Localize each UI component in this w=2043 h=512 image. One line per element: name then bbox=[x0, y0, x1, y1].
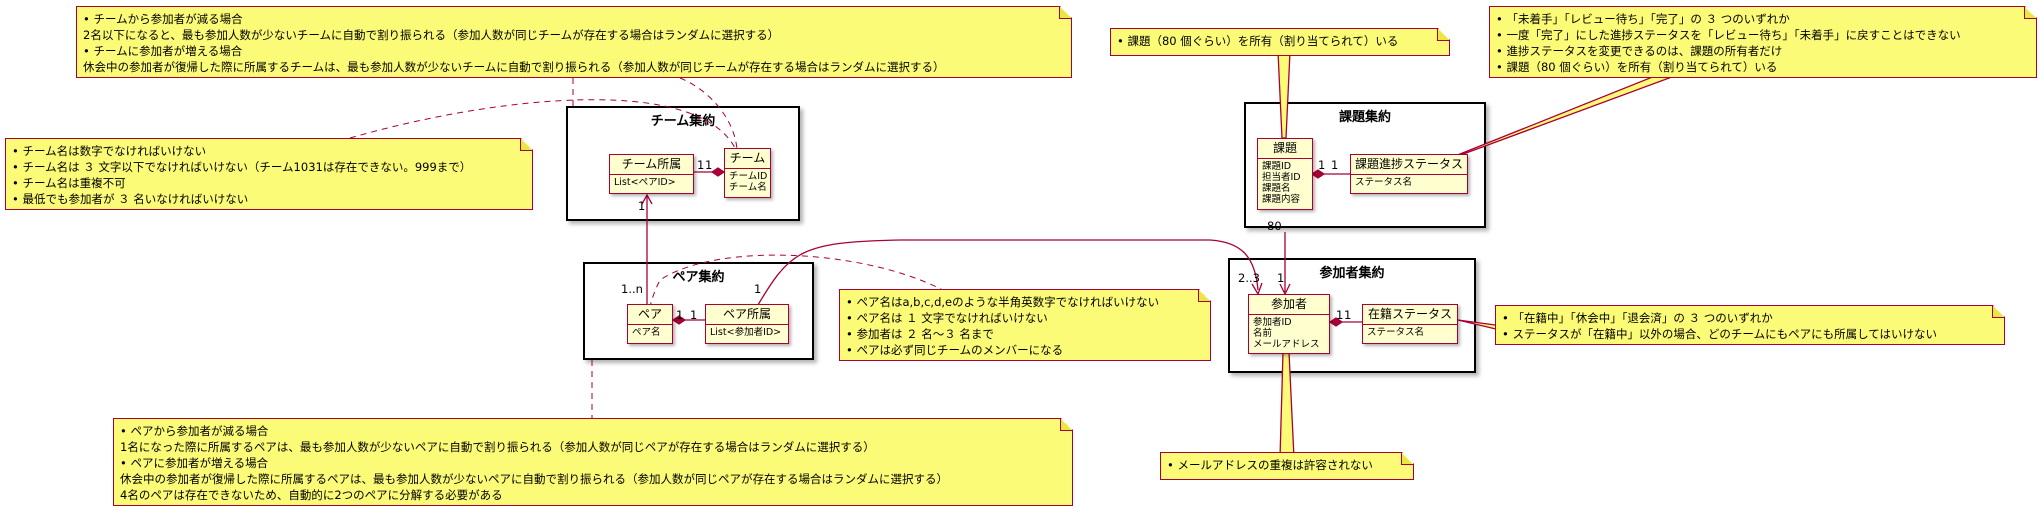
note-line: • メールアドレスの重複は許容されない bbox=[1167, 458, 1373, 472]
mult-teambelong-bottom: 1 bbox=[638, 199, 646, 213]
package-task-title: 課題集約 bbox=[1338, 110, 1391, 125]
class-name: ペア bbox=[628, 305, 672, 325]
arrow-teambelong bbox=[641, 193, 653, 205]
mult-teambelong-team-b: 1 bbox=[705, 158, 713, 172]
note-line: • ペア名は １ 文字でなければいけない bbox=[846, 311, 1048, 325]
note-enroll: • 「在籍中」「休会中」「退会済」の ３ つのいずれか • ステータスが「在籍中… bbox=[1495, 305, 2005, 345]
note-team-rules: • チームから参加者が減る場合 2名以下になると、最も参加人数が少ないチームに自… bbox=[76, 6, 1072, 78]
class-attr: 参加者ID bbox=[1253, 317, 1292, 328]
note-line: • 進捗ステータスを変更できるのは、課題の所有者だけ bbox=[1496, 44, 1783, 58]
class-name: チーム bbox=[725, 149, 770, 169]
package-team-title: チーム集約 bbox=[650, 114, 716, 129]
mult-task-status-a: 1 bbox=[1318, 158, 1326, 172]
tail-enroll bbox=[1457, 319, 1503, 332]
class-name: 課題 bbox=[1258, 139, 1312, 159]
mult-pair-pairbelong-b: 1 bbox=[690, 308, 698, 322]
note-line: • チーム名は重複不可 bbox=[12, 176, 126, 190]
note-line: 4名のペアは存在できないため、自動的に2つのペアに分解する必要がある bbox=[120, 488, 503, 502]
class-team-belong[interactable]: チーム所属 List<ペアID> bbox=[609, 154, 694, 194]
class-team[interactable]: チーム チームID チーム名 bbox=[724, 148, 771, 198]
mult-pair-top: 1..n bbox=[621, 282, 643, 296]
note-team-name: • チーム名は数字でなければいけない • チーム名は ３ 文字以下でなければいけ… bbox=[5, 138, 533, 210]
class-attr: List<ペアID> bbox=[614, 177, 676, 188]
note-pair-name: • ペア名はa,b,c,d,eのような半角英数字でなければいけない • ペア名は… bbox=[839, 289, 1211, 361]
class-attr: 課題ID bbox=[1262, 161, 1292, 172]
class-participant[interactable]: 参加者 参加者ID 名前 メールアドレス bbox=[1248, 294, 1330, 354]
note-line: • チーム名は数字でなければいけない bbox=[12, 144, 207, 158]
mult-participant-top-a: 2..3 bbox=[1238, 271, 1260, 285]
mult-participant-enroll-b: 1 bbox=[1344, 308, 1352, 322]
class-attr: ペア名 bbox=[632, 327, 661, 338]
mult-pair-pairbelong-a: 1 bbox=[676, 308, 684, 322]
note-line: 1名になった際に所属するペアは、最も参加人数が少ないペアに自動で割り振られる（参… bbox=[120, 440, 875, 454]
mult-task-status-b: 1 bbox=[1331, 158, 1339, 172]
tail-email bbox=[1279, 351, 1295, 459]
tail-task-own bbox=[1277, 51, 1291, 139]
note-line: • ステータスが「在籍中」以外の場合、どのチームにもペアにも所属してはいけない bbox=[1502, 327, 1938, 341]
note-line: • ペア名はa,b,c,d,eのような半角英数字でなければいけない bbox=[846, 295, 1160, 309]
class-task-status[interactable]: 課題進捗ステータス ステータス名 bbox=[1350, 154, 1468, 194]
note-line: • 「在籍中」「休会中」「退会済」の ３ つのいずれか bbox=[1502, 311, 1773, 325]
mult-participant-top-b: 1 bbox=[1277, 271, 1285, 285]
class-pair[interactable]: ペア ペア名 bbox=[627, 304, 673, 344]
class-enroll-status[interactable]: 在籍ステータス ステータス名 bbox=[1362, 304, 1458, 344]
class-name: 在籍ステータス bbox=[1363, 305, 1457, 325]
class-attr: 名前 bbox=[1253, 328, 1273, 339]
note-email: • メールアドレスの重複は許容されない bbox=[1160, 452, 1414, 480]
note-line: • ペアに参加者が増える場合 bbox=[120, 456, 269, 470]
class-name: 課題進捗ステータス bbox=[1351, 155, 1467, 175]
diamond-pair bbox=[671, 315, 687, 325]
diamond-task bbox=[1310, 169, 1326, 179]
package-pair-title: ペア集約 bbox=[672, 270, 725, 285]
mult-participant-enroll-a: 1 bbox=[1336, 308, 1344, 322]
note-line: • 一度「完了」にした進捗ステータスを「レビュー待ち」「未着手」に戻すことはでき… bbox=[1496, 28, 1961, 42]
note-line: 2名以下になると、最も参加人数が少ないチームに自動で割り振られる（参加人数が同じ… bbox=[83, 28, 780, 42]
mult-task-bottom: 80 bbox=[1267, 219, 1282, 233]
note-line: • 課題（80 個ぐらい）を所有（割り当てられて）いる bbox=[1496, 60, 1778, 74]
note-line: • 課題（80 個ぐらい）を所有（割り当てられて）いる bbox=[1117, 34, 1399, 48]
edge-pairbelong-participant bbox=[754, 239, 1259, 311]
note-task-status: • 「未着手」「レビュー待ち」「完了」の ３ つのいずれか • 一度「完了」にし… bbox=[1489, 6, 2037, 78]
class-name: 参加者 bbox=[1249, 295, 1329, 315]
diamond-participant bbox=[1328, 317, 1344, 327]
class-attr: ステータス名 bbox=[1355, 177, 1413, 188]
note-line: • 最低でも参加者が ３ 名いなければいけない bbox=[12, 192, 249, 206]
class-attr: 課題内容 bbox=[1262, 194, 1301, 205]
class-pair-belong[interactable]: ペア所属 List<参加者ID> bbox=[705, 304, 789, 344]
class-attr: チーム名 bbox=[729, 182, 767, 193]
class-name: チーム所属 bbox=[610, 155, 693, 175]
note-line: • 「未着手」「レビュー待ち」「完了」の ３ つのいずれか bbox=[1496, 12, 1790, 26]
mult-pairbelong-top: 1 bbox=[754, 282, 762, 296]
class-name: ペア所属 bbox=[706, 305, 788, 325]
note-line: • ペアから参加者が減る場合 bbox=[120, 424, 269, 438]
class-attr: メールアドレス bbox=[1253, 339, 1320, 350]
note-line: • チーム名は ３ 文字以下でなければいけない（チーム1031は存在できない。9… bbox=[12, 160, 472, 174]
class-attr: 担当者ID bbox=[1262, 172, 1301, 183]
package-participant-title: 参加者集約 bbox=[1319, 266, 1385, 281]
note-line: • ペアは必ず同じチームのメンバーになる bbox=[846, 343, 1064, 357]
class-attr: チームID bbox=[729, 171, 768, 182]
note-line: 休会中の参加者が復帰した際に所属するチームは、最も参加人数が少ないチームに自動で… bbox=[83, 60, 945, 74]
anchor-team-rules-to-team bbox=[679, 77, 738, 151]
diamond-team bbox=[710, 167, 726, 177]
note-line: 休会中の参加者が復帰した際に所属するペアは、最も参加人数が少ないペアに自動で割り… bbox=[120, 472, 948, 486]
note-line: • チームに参加者が増える場合 bbox=[83, 44, 243, 58]
class-attr: List<参加者ID> bbox=[710, 327, 782, 338]
note-line: • チームから参加者が減る場合 bbox=[83, 12, 243, 26]
class-attr: ステータス名 bbox=[1367, 327, 1425, 338]
mult-teambelong-team-a: 1 bbox=[697, 158, 705, 172]
note-task-own: • 課題（80 個ぐらい）を所有（割り当てられて）いる bbox=[1110, 28, 1450, 56]
tail-task-status bbox=[1449, 73, 1681, 159]
note-line: • 参加者は ２ 名〜３ 名まで bbox=[846, 327, 994, 341]
anchor-pair-name-to-pair bbox=[647, 254, 956, 313]
class-attr: 課題名 bbox=[1262, 183, 1291, 194]
note-pair-rules: • ペアから参加者が減る場合 1名になった際に所属するペアは、最も参加人数が少な… bbox=[113, 418, 1073, 506]
class-task[interactable]: 課題 課題ID 担当者ID 課題名 課題内容 bbox=[1257, 138, 1313, 210]
